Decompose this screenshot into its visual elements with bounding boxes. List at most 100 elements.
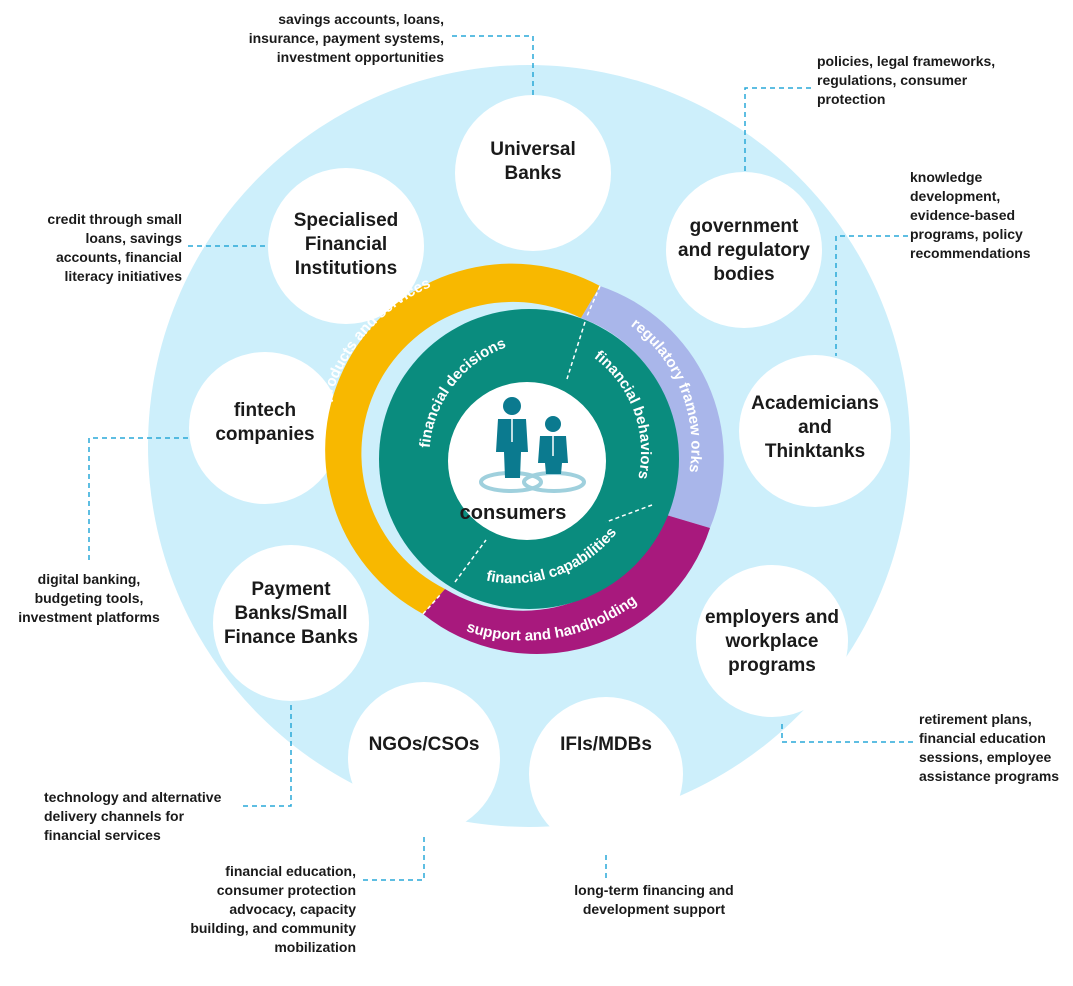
node-label-line: fintech [234, 400, 296, 421]
node-label-line: Universal [490, 139, 576, 160]
annotation-line: long-term financing and [574, 882, 734, 898]
node-label-line: Institutions [295, 258, 397, 279]
person-head-left [503, 397, 521, 415]
annotation-line: loans, savings [85, 230, 182, 246]
node-circle-ngos-csos [348, 682, 500, 834]
annotation-ifis-mdbs: long-term financing and development suppo… [554, 881, 754, 919]
node-label-line: companies [215, 424, 314, 445]
node-circle-payment-banks [213, 545, 369, 701]
node-label-line: Finance Banks [224, 627, 358, 648]
node-label-line: employers and [705, 607, 839, 628]
node-label-line: programs [728, 655, 816, 676]
node-fintech-companies: fintech companies [189, 352, 341, 504]
node-label-line: Thinktanks [765, 441, 865, 462]
node-label-line: bodies [713, 264, 774, 285]
node-label-line: Banks/Small [235, 603, 348, 624]
annotation-line: budgeting tools, [34, 590, 144, 606]
annotation-line: credit through small [47, 211, 182, 227]
connector-ngos [363, 835, 425, 881]
inner-divider-1 [566, 321, 586, 380]
two-people-icon [479, 397, 586, 493]
annotation-academicians-thinktanks: knowledge development, evidence-based progr… [910, 168, 1070, 263]
node-label-line: and [798, 417, 832, 438]
annotation-line: sessions, employee [919, 749, 1052, 765]
annotation-line: advocacy, capacity [229, 901, 356, 917]
annotation-line: regulations, consumer [817, 72, 968, 88]
ring-regulatory-frameworks [581, 286, 724, 528]
node-circle-fintech-companies [189, 352, 341, 504]
person-body-left [496, 419, 528, 478]
node-circle-universal-banks [455, 95, 611, 251]
annotation-line: evidence-based [910, 207, 1016, 223]
node-label-line: Banks [504, 163, 561, 184]
node-circle-academicians-thinktanks [739, 355, 891, 507]
annotation-government-regulatory-bodies: policies, legal frameworks, regulations, … [817, 52, 1037, 109]
node-circle-government-regulatory-bodies [666, 172, 822, 328]
node-circle-employers-workplace-programs [696, 565, 848, 717]
node-circle-specialised-financial-institutions [268, 168, 424, 324]
annotation-connectors [88, 35, 913, 881]
annotation-line: protection [817, 91, 886, 107]
annotation-line: policies, legal frameworks, [817, 53, 996, 69]
node-label-line: and regulatory [678, 240, 810, 261]
core-label-consumers: consumers [460, 502, 567, 524]
node-circle-ifis-mdbs [529, 697, 683, 851]
annotation-line: financial education [919, 730, 1046, 746]
inner-divider-3 [454, 539, 487, 583]
annotation-line: financial services [44, 827, 161, 843]
connector-academicians [835, 235, 908, 356]
annotation-line: insurance, payment systems, [248, 30, 444, 46]
annotation-line: development, [910, 188, 1001, 204]
ring-divider-2 [422, 593, 442, 615]
ring-support-handholding [423, 514, 710, 654]
node-government-regulatory-bodies: government and regulatory bodies [666, 172, 822, 328]
annotation-line: investment platforms [18, 609, 160, 625]
node-label-line: Financial [305, 234, 387, 255]
connector-fintech [88, 437, 190, 560]
annotation-universal-banks: savings accounts, loans, insurance, payme… [242, 10, 444, 67]
annotation-line: mobilization [274, 939, 356, 955]
person-head-right [545, 416, 561, 432]
annotation-line: financial education, [225, 863, 356, 879]
annotation-fintech-companies: digital banking, budgeting tools, investme… [4, 570, 174, 627]
connector-payment-banks [243, 702, 292, 807]
annotation-line: literacy initiatives [64, 268, 182, 284]
annotation-line: development support [582, 901, 726, 917]
node-label-line: Academicians [751, 393, 879, 414]
annotation-line: digital banking, [37, 571, 141, 587]
annotation-line: consumer protection [216, 882, 356, 898]
node-ngos-csos: NGOs/CSOs [348, 682, 500, 834]
annotation-employers-workplace-programs: retirement plans, financial education sess… [919, 710, 1071, 786]
node-label-line: Specialised [294, 210, 399, 231]
annotation-line: programs, policy [910, 226, 1023, 242]
annotation-line: recommendations [910, 245, 1031, 261]
annotation-ngos-csos: financial education, consumer protection a… [150, 862, 356, 957]
connector-universal-banks [452, 35, 534, 95]
core-disc [448, 382, 606, 540]
annotation-line: knowledge [910, 169, 983, 185]
node-label-line: IFIs/MDBs [560, 734, 652, 755]
ring-divider-1 [586, 285, 601, 317]
annotation-line: building, and community [190, 920, 356, 936]
node-label-line: Payment [251, 579, 331, 600]
annotation-specialised-financial-institutions: credit through small loans, savings accoun… [10, 210, 182, 286]
annotation-line: investment opportunities [276, 49, 444, 65]
inner-divider-2 [605, 504, 653, 523]
annotation-line: accounts, financial [55, 249, 182, 265]
node-ifis-mdbs: IFIs/MDBs [529, 697, 683, 851]
connector-government [744, 87, 811, 172]
connector-employers [781, 720, 913, 743]
node-label-line: NGOs/CSOs [369, 734, 480, 755]
node-label-line: government [690, 216, 799, 237]
ring-financial-products [325, 263, 600, 614]
annotation-line: savings accounts, loans, [278, 11, 444, 27]
annotation-line: retirement plans, [919, 711, 1032, 727]
